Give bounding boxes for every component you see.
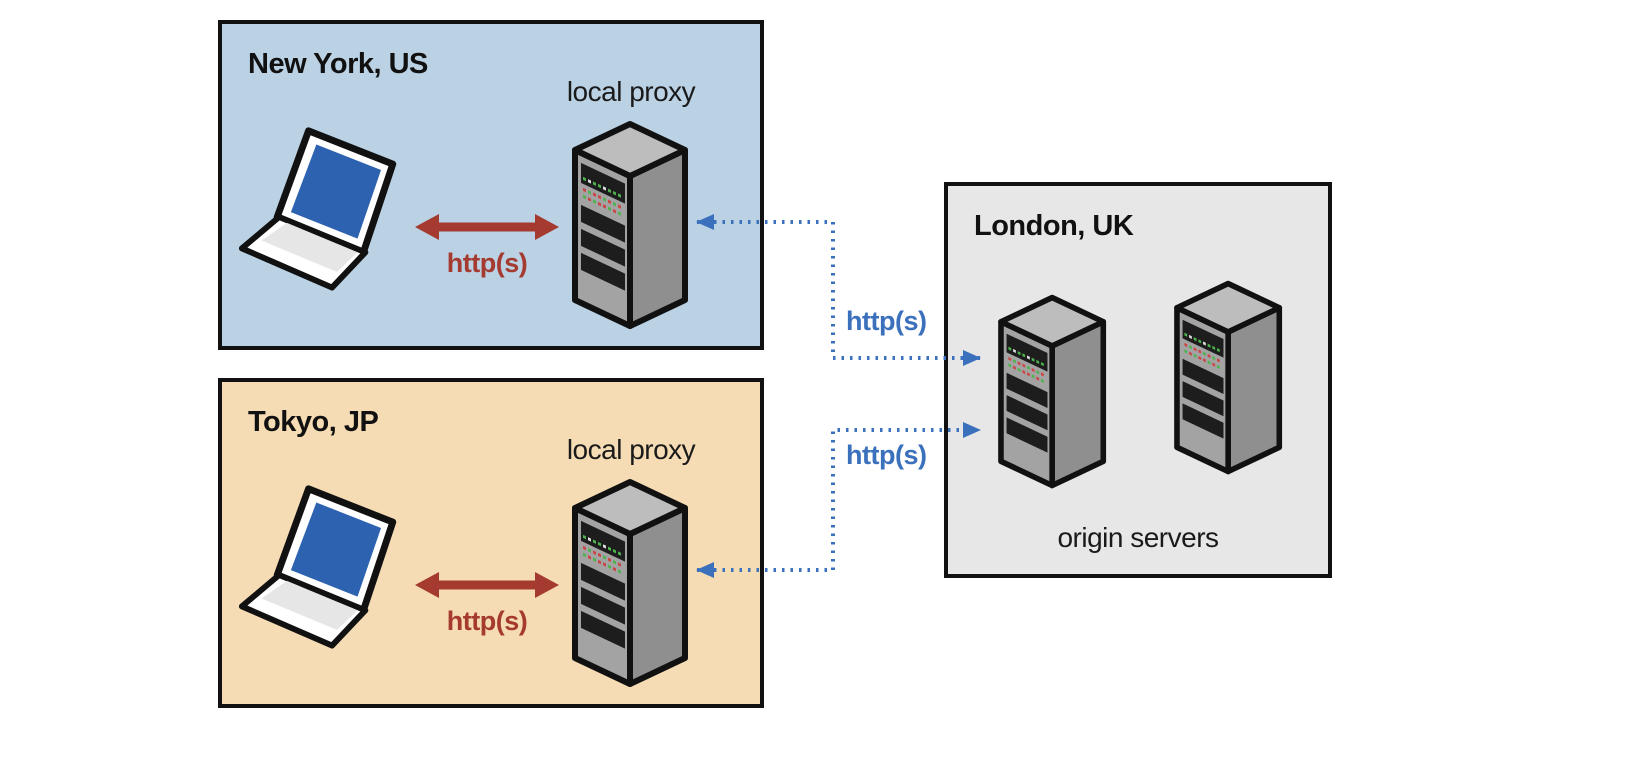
proxy-server-icon	[557, 118, 707, 333]
region-title-london: London, UK	[974, 210, 1134, 242]
local-proxy-label: local proxy	[566, 434, 696, 465]
wan-link-label-top: http(s)	[846, 306, 927, 336]
wan-link-label-bottom: http(s)	[846, 440, 927, 470]
local-proxy-label: local proxy	[566, 76, 696, 107]
origin-server-icon	[1160, 278, 1300, 478]
origin-servers-label: origin servers	[1057, 522, 1219, 553]
region-title-new-york: New York, US	[248, 48, 428, 80]
lan-link-label: http(s)	[446, 606, 528, 636]
bidirectional-arrow-icon	[412, 202, 562, 252]
lan-link-label: http(s)	[446, 248, 528, 278]
region-london: London, UK origin servers	[944, 182, 1332, 578]
origin-server-icon	[984, 292, 1124, 492]
laptop-icon	[236, 124, 432, 312]
bidirectional-arrow-icon	[412, 560, 562, 610]
proxy-server-icon	[557, 476, 707, 691]
region-new-york: New York, US local proxy http(s)	[218, 20, 764, 350]
region-tokyo: Tokyo, JP local proxy http(s)	[218, 378, 764, 708]
laptop-icon	[236, 482, 432, 670]
region-title-tokyo: Tokyo, JP	[248, 406, 379, 438]
